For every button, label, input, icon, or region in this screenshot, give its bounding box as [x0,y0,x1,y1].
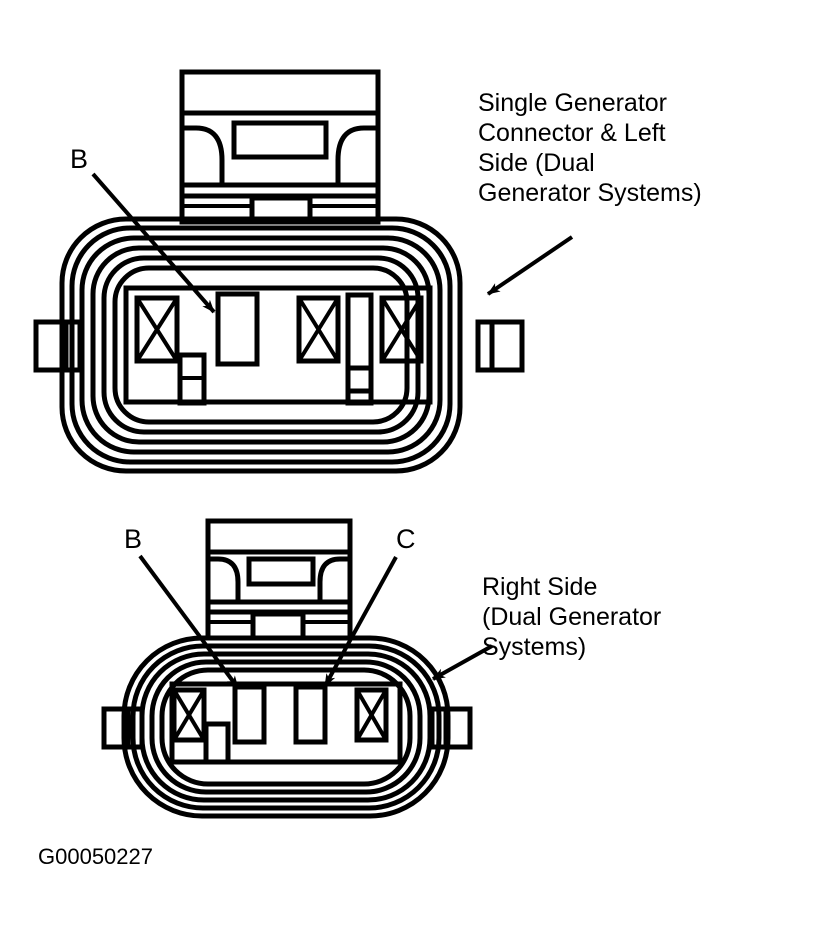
leader-line-top-description [486,235,574,296]
cavity-key-post [177,352,207,406]
cavity-plain-b [232,684,267,745]
bottom-connector-cavities [171,684,389,765]
top-connector-cavities [134,291,424,406]
leader-line-bottom-b [138,554,240,690]
cavity-plain-b [215,291,260,367]
leader-line-bottom-description [432,644,493,681]
figure-id-code: G00050227 [38,844,153,869]
cavity-crossed [296,295,341,364]
cavity-crossed [354,687,389,743]
top-connector [33,69,525,474]
top-connector-shell-rings [59,216,463,474]
cavity-crossed [379,295,424,364]
bottom-connector-description-label: Right Side (Dual Generator Systems) [482,573,662,661]
callout-label-bottom-b: B [124,524,143,554]
top-connector-description-label: Single Generator Connector & Left Side (… [478,89,702,207]
top-connector-right-tab [475,319,525,373]
callout-label-top-b: B [70,144,89,174]
top-connector-latch [179,69,381,225]
bottom-connector-shell-rings [121,635,451,819]
cavity-crossed [171,687,207,743]
cavity-plain-c [293,684,328,745]
cavity-narrow-bar [345,292,374,394]
cavity-key-post [203,721,231,765]
leader-line-top-b [91,172,216,314]
top-connector-cavity-chamber [123,285,433,405]
cavity-crossed [134,295,180,364]
callout-label-bottom-c: C [396,524,416,554]
leader-line-bottom-c [323,556,398,687]
cavity-key-post [345,365,374,406]
bottom-connector [101,518,473,819]
